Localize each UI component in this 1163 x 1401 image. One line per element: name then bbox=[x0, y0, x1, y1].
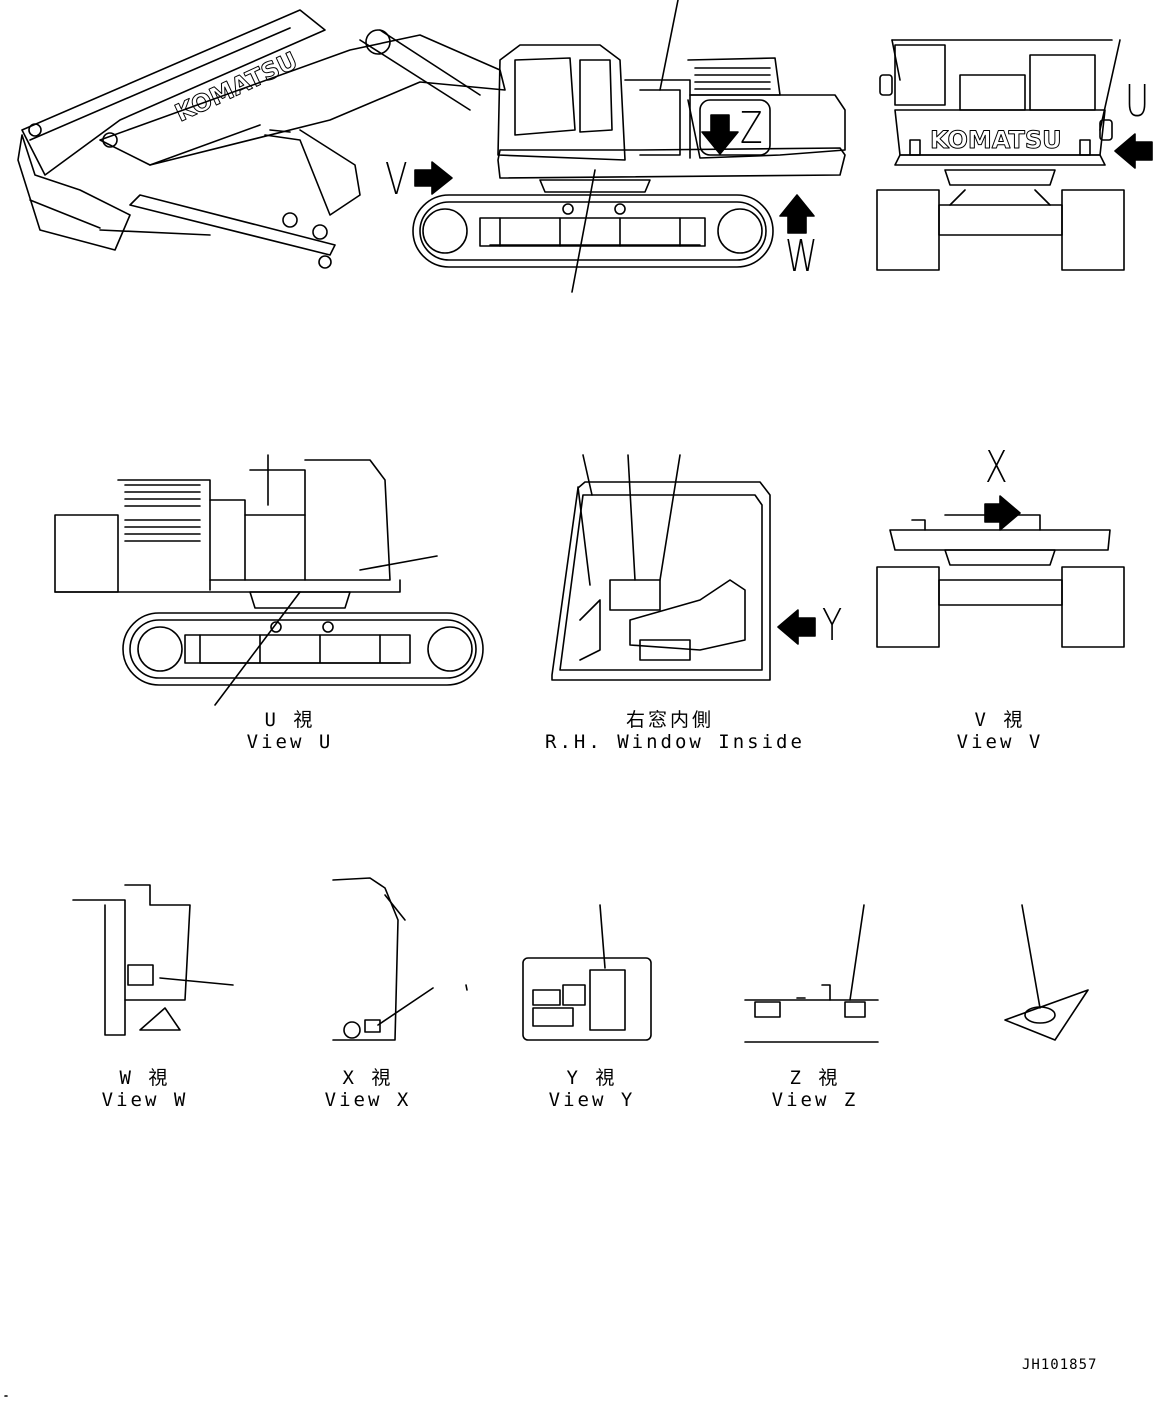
excavator-side-view bbox=[17, 0, 846, 293]
caption-window-en: R.H. Window Inside bbox=[545, 731, 805, 753]
view-marker-x: X bbox=[985, 442, 1008, 493]
caption-view-w-jp: W 視 bbox=[119, 1067, 171, 1089]
arrow-left-icon bbox=[1114, 133, 1153, 169]
brand-logo-rear: KOMATSU bbox=[930, 126, 1062, 154]
caption-view-y-en: View Y bbox=[548, 1089, 636, 1111]
arrow-right-icon bbox=[414, 161, 453, 195]
arrow-right-icon bbox=[984, 495, 1021, 531]
cab-inside-drawing bbox=[551, 454, 771, 681]
view-u-drawing bbox=[54, 454, 484, 706]
caption-view-z-jp: Z 視 bbox=[789, 1067, 841, 1089]
arrow-down-icon bbox=[701, 114, 739, 155]
caption-view-y-jp: Y 視 bbox=[566, 1067, 618, 1089]
view-marker-u: U bbox=[1125, 76, 1150, 127]
arrow-left-icon bbox=[777, 609, 816, 645]
caption-view-w-en: View W bbox=[101, 1089, 189, 1111]
caption-view-x-jp: X 視 bbox=[342, 1067, 394, 1089]
view-z-drawing bbox=[744, 904, 879, 1043]
view-marker-v: V bbox=[385, 154, 408, 205]
caption-view-x-en: View X bbox=[324, 1089, 412, 1111]
caption-view-z-en: View Z bbox=[771, 1089, 859, 1111]
view-marker-y: Y bbox=[822, 600, 843, 651]
drawing-code: JH101857 bbox=[1022, 1357, 1098, 1373]
view-marker-z: Z bbox=[740, 103, 763, 154]
caption-view-v-jp: V 視 bbox=[974, 709, 1026, 731]
detail-drawing bbox=[1004, 904, 1089, 1041]
view-w-drawing bbox=[72, 884, 234, 1036]
view-y-drawing bbox=[522, 904, 652, 1041]
caption-view-u-en: View U bbox=[246, 731, 334, 753]
brand-logo-main: KOMATSU bbox=[171, 46, 302, 127]
arrow-up-icon bbox=[779, 194, 815, 234]
view-x-drawing bbox=[332, 877, 434, 1041]
view-marker-w: W bbox=[785, 231, 818, 282]
excavator-rear-view bbox=[876, 39, 1125, 271]
caption-view-u-jp: U 視 bbox=[264, 709, 316, 731]
caption-window-jp: 右窓内側 bbox=[625, 709, 714, 731]
view-v-drawing bbox=[876, 514, 1125, 648]
caption-view-v-en: View V bbox=[956, 731, 1044, 753]
